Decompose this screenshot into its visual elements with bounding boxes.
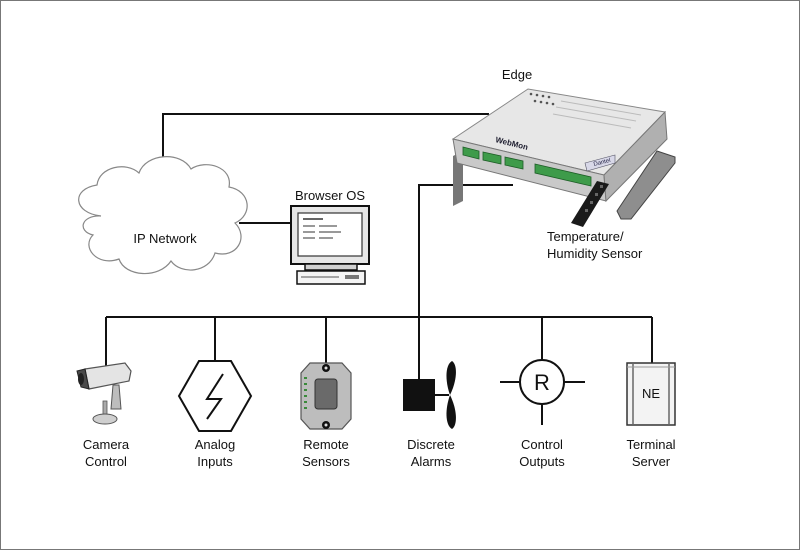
edge-device-icon [451, 88, 676, 227]
device-label-camera: Camera Control [82, 437, 130, 469]
edge-maker-text: Dantel [593, 158, 611, 168]
device-label-control: Control Outputs [519, 437, 565, 469]
device-label-analog: Analog Inputs [194, 437, 236, 469]
device-label-discrete: Discrete Alarms [407, 437, 455, 469]
edge-to-bus-line [418, 184, 513, 317]
lightning-octagon-icon [177, 360, 253, 432]
ne-cabinet-icon [626, 362, 676, 426]
network-label: IP Network [133, 231, 197, 246]
browser-label: Browser OS [294, 188, 366, 203]
sensor-label: Temperature/ Humidity Sensor [547, 229, 643, 261]
relay-r-icon [500, 359, 585, 425]
remote-sensor-module-icon [300, 362, 352, 430]
relay-symbol-text: R [534, 370, 550, 395]
computer-icon [290, 205, 370, 285]
security-camera-icon [76, 362, 132, 425]
cloud-icon [78, 156, 248, 275]
device-label-remote: Remote Sensors [302, 437, 350, 469]
device-label-terminal: Terminal Server [626, 437, 676, 469]
cabinet-symbol-text: NE [642, 386, 660, 401]
alarm-relay-icon [403, 361, 456, 429]
edge-label: Edge [501, 67, 533, 82]
